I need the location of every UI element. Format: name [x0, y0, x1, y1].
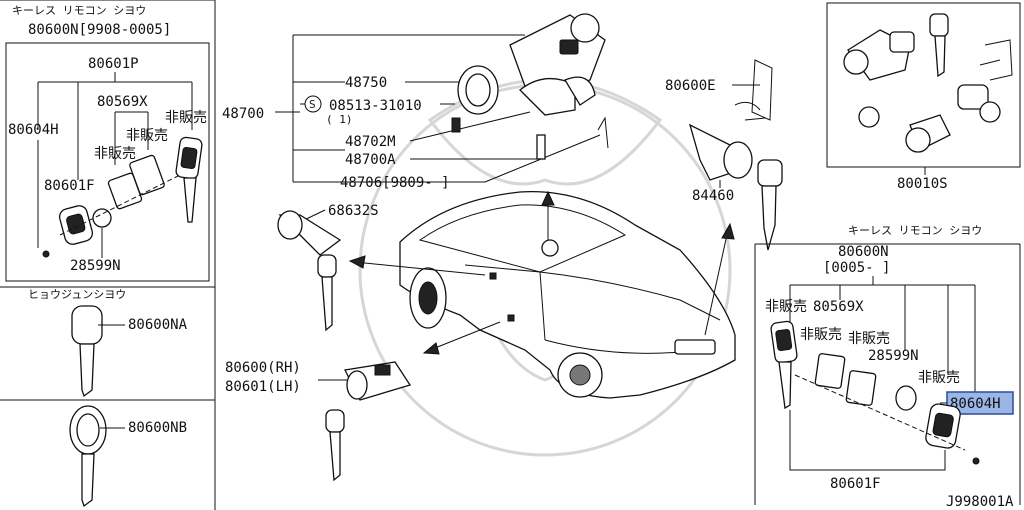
- arrows: [348, 190, 735, 355]
- label-door-rh: 80600(RH): [225, 360, 301, 376]
- key-80600NA-illustration: [71, 305, 103, 398]
- label-48700A: 48700A: [345, 152, 396, 168]
- label-48702M: 48702M: [345, 134, 396, 150]
- label-28599N-right: 28599N: [868, 348, 919, 364]
- lock-set-box: [826, 2, 1021, 168]
- label-80600N-right: 80600N: [838, 244, 889, 260]
- label-80604H-left: 80604H: [8, 122, 59, 138]
- label-not-for-sale-1-left: 非販売: [165, 110, 207, 126]
- key-80600NB-illustration: [69, 405, 107, 508]
- label-80010S: 80010S: [897, 176, 948, 192]
- label-80601F-right: 80601F: [830, 476, 881, 492]
- label-80600NA: 80600NA: [128, 317, 188, 333]
- label-80601P-left: 80601P: [88, 56, 139, 72]
- right-box-header: キーレス リモコン シヨウ: [848, 224, 982, 237]
- label-range-right: [0005- ]: [823, 260, 890, 276]
- trunk-cylinder-illustration: [688, 59, 783, 251]
- label-28599N-left: 28599N: [70, 258, 121, 274]
- label-not-for-sale-2-left: 非販売: [126, 128, 168, 144]
- label-80569X-left: 80569X: [97, 94, 148, 110]
- ignition-lock-illustration: [451, 13, 609, 160]
- screw-symbol: S: [309, 98, 316, 111]
- label-not-for-sale-1-right: 非販売: [765, 299, 807, 315]
- std-key-header: ヒョウジュンシヨウ: [28, 288, 126, 301]
- trunk-lock-illustration: [277, 210, 342, 332]
- left-box-header: キーレス リモコン シヨウ: [12, 4, 146, 17]
- lock-set-illustration: [843, 13, 1013, 153]
- label-80569X-right: 80569X: [813, 299, 864, 315]
- label-not-for-sale-2-right: 非販売: [800, 327, 842, 343]
- remote-key-illustration-left: [42, 136, 203, 258]
- label-48750: 48750: [345, 75, 387, 91]
- label-68632S: 68632S: [328, 203, 379, 219]
- remote-key-illustration-right: [770, 320, 980, 465]
- figure-code: J998001A: [946, 494, 1014, 510]
- door-lock-illustration: [325, 361, 412, 482]
- label-80601F-left: 80601F: [44, 178, 95, 194]
- keyless-box-left: [5, 42, 210, 282]
- label-not-for-sale-3-right: 非販売: [848, 331, 890, 347]
- label-08513-31010: 08513-31010: [329, 98, 422, 114]
- label-80600E: 80600E: [665, 78, 716, 94]
- label-48700: 48700: [222, 106, 264, 122]
- label-door-lh: 80601(LH): [225, 379, 301, 395]
- label-48706: 48706[9809- ]: [340, 175, 450, 191]
- label-84460: 84460: [692, 188, 734, 204]
- left-box-part-range: 80600N[9908-0005]: [28, 22, 171, 38]
- label-80600NB: 80600NB: [128, 420, 187, 436]
- label-80604H-right: 80604H: [950, 396, 1001, 412]
- label-not-for-sale-4-right: 非販売: [918, 370, 960, 386]
- label-08513-qty: ( 1): [326, 113, 353, 126]
- car-illustration: [399, 190, 736, 399]
